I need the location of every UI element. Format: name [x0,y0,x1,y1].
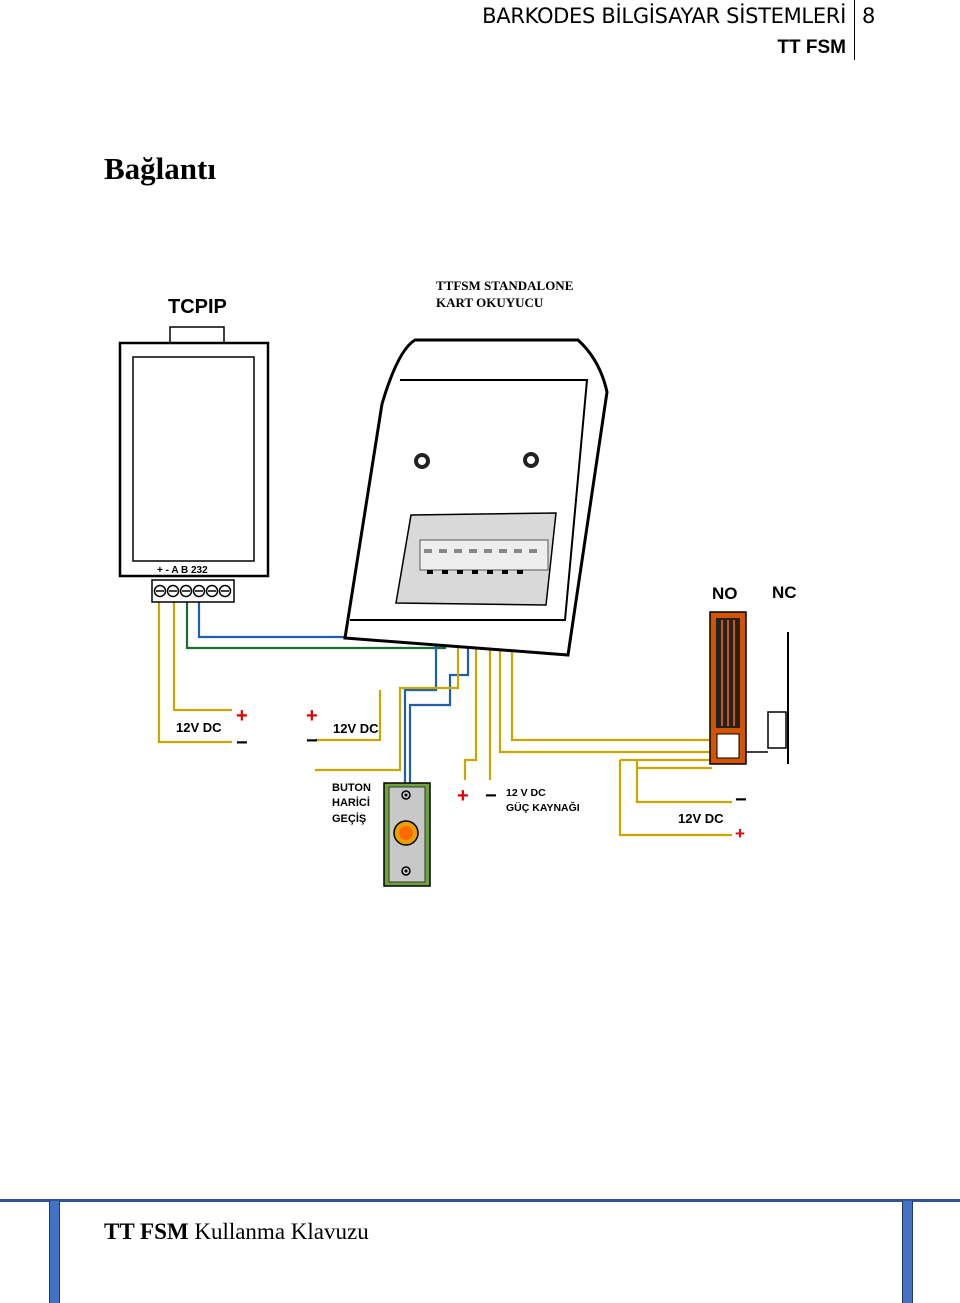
power-supply: + − 12 V DC GÜÇ KAYNAĞI [457,785,580,814]
wire-mid-minus [315,690,382,742]
reader-title-2: KART OKUYUCU [436,295,544,310]
supply-right-minus: − [735,789,747,811]
supply-right-plus: + [735,824,745,843]
wire-right-minus [635,760,732,804]
tcpip-module: TCPIP + - A B 232 [118,296,270,603]
supply-mid-minus: − [306,730,318,752]
footer-bar-right [902,1201,913,1303]
button-label-1: BUTON [332,782,371,794]
wire-tcpip-minus [172,600,232,712]
reader-title-1: TTFSM STANDALONE [436,278,573,293]
tcpip-title: TCPIP [168,296,227,318]
tcpip-terminal-labels: + - A B 232 [157,565,208,576]
button-label-3: GEÇİŞ [332,812,366,825]
reader-terminals [424,549,537,553]
footer-title: Kullanma Klavuzu [194,1219,369,1244]
wire-ps-plus [463,572,478,780]
supply-mid-plus: + [306,705,318,727]
supply-right: − 12V DC + [678,789,747,843]
ps-label-2: GÜÇ KAYNAĞI [506,801,580,814]
door-lock: NO NC [709,583,797,765]
supply-left-minus: − [236,732,248,754]
card-reader: TTFSM STANDALONE KART OKUYUCU [343,278,609,657]
ps-plus: + [457,785,469,807]
supply-right-label: 12V DC [678,811,724,826]
supply-mid: + − 12V DC [306,705,379,752]
supply-left-label: 12V DC [176,720,222,735]
section-title: Bağlantı [104,151,216,186]
header-divider [854,0,855,60]
ps-label-1: 12 V DC [506,787,546,799]
wire-mid-plus [315,700,402,772]
footer-line [0,1199,960,1202]
page-number: 8 [862,4,876,28]
supply-left: 12V DC + − [176,705,248,754]
footer-text: TT FSM Kullanma Klavuzu [104,1219,369,1245]
wire-tcpip-plus [157,600,232,744]
button-label-2: HARİCİ [332,796,370,809]
lock-no-label: NO [712,584,738,603]
header-company: BARKODES BİLGİSAYAR SİSTEMLERİ [482,4,846,28]
supply-mid-label: 12V DC [333,721,379,736]
exit-button: BUTON HARİCİ GEÇİŞ [332,782,431,887]
footer-bar-left [49,1201,60,1303]
wire-right-plus [618,760,732,837]
footer-product: TT FSM [104,1219,189,1244]
lock-nc-label: NC [772,583,797,602]
supply-left-plus: + [236,705,248,727]
wire-button-2 [408,572,470,785]
header-product: TT FSM [777,37,846,58]
ps-minus: − [485,785,497,807]
